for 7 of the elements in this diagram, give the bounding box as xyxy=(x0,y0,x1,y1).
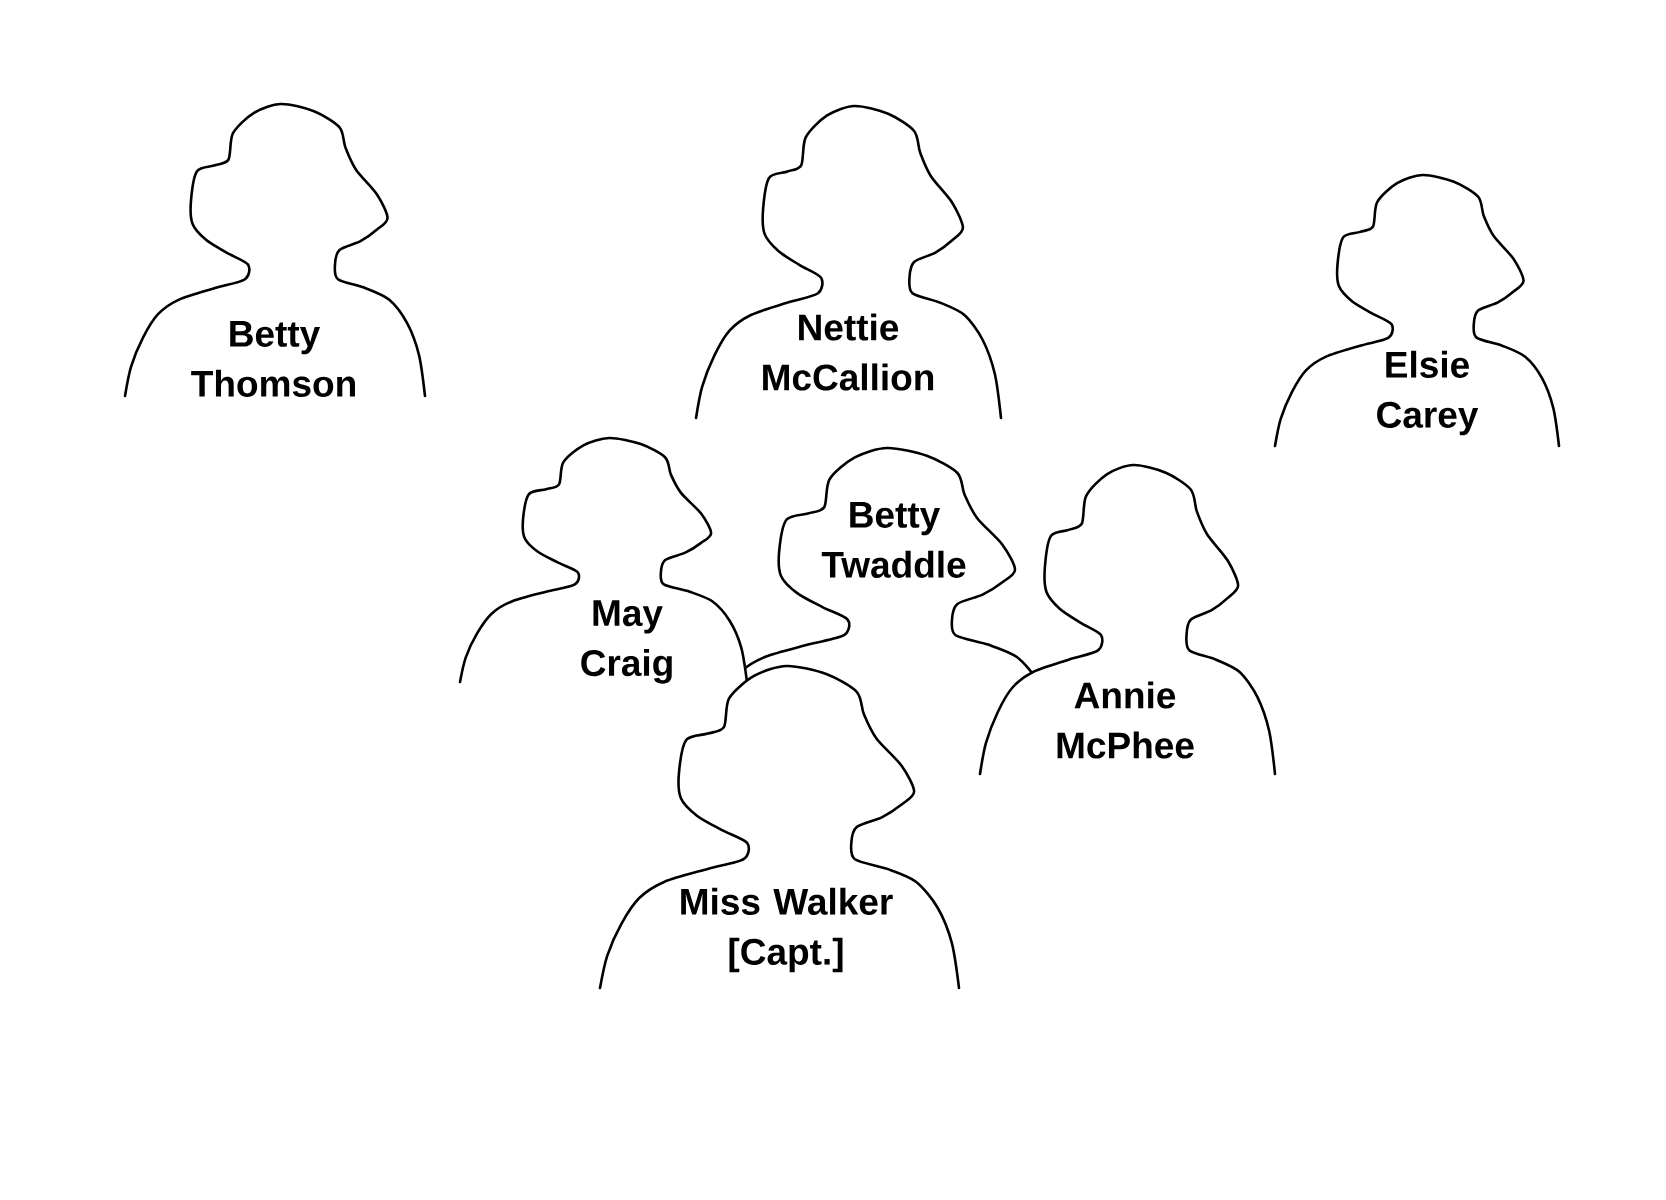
person-silhouette: Elsie Carey xyxy=(1273,173,1561,448)
node-label: Annie McPhee xyxy=(1057,681,1194,759)
node-label: Miss Walker [Capt.] xyxy=(681,887,893,973)
person-silhouette: Annie McPhee xyxy=(978,463,1277,776)
person-silhouette: May Craig xyxy=(458,436,749,684)
person-silhouette: Nettie McCallion xyxy=(694,104,1003,420)
person-silhouette: Betty Thomson xyxy=(123,102,427,398)
